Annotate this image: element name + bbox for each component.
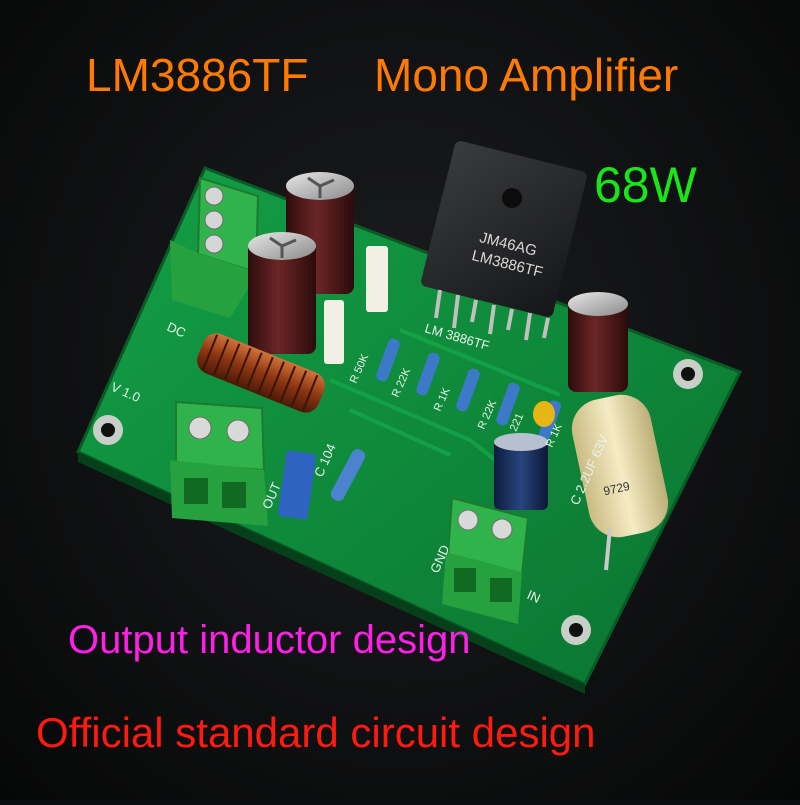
silk-in: IN — [525, 587, 543, 606]
input-capacitor — [494, 433, 548, 510]
filter-capacitor-2 — [248, 232, 316, 354]
film-capacitor: 9729 — [571, 394, 669, 571]
ceramic-capacitors — [324, 246, 388, 364]
film-capacitor-code: 9729 — [602, 479, 631, 498]
output-inductor — [197, 333, 325, 413]
chip-pins — [434, 289, 550, 341]
product-title: LM3886TF — [86, 49, 309, 101]
silk-dc: DC — [165, 319, 188, 340]
output-terminal-block — [170, 400, 268, 526]
product-type: Mono Amplifier — [374, 49, 679, 101]
caption-standard: Official standard circuit design — [36, 709, 596, 756]
input-terminal-block — [442, 496, 530, 624]
output-capacitor — [568, 292, 628, 392]
amplifier-chip: JM46AG LM3886TF — [421, 141, 587, 341]
power-rating: 68W — [594, 157, 697, 213]
caption-inductor: Output inductor design — [68, 618, 471, 662]
box-capacitor — [277, 450, 317, 520]
tantalum-capacitor — [533, 401, 555, 427]
mounting-holes — [93, 359, 703, 645]
power-terminal-block — [170, 176, 260, 318]
